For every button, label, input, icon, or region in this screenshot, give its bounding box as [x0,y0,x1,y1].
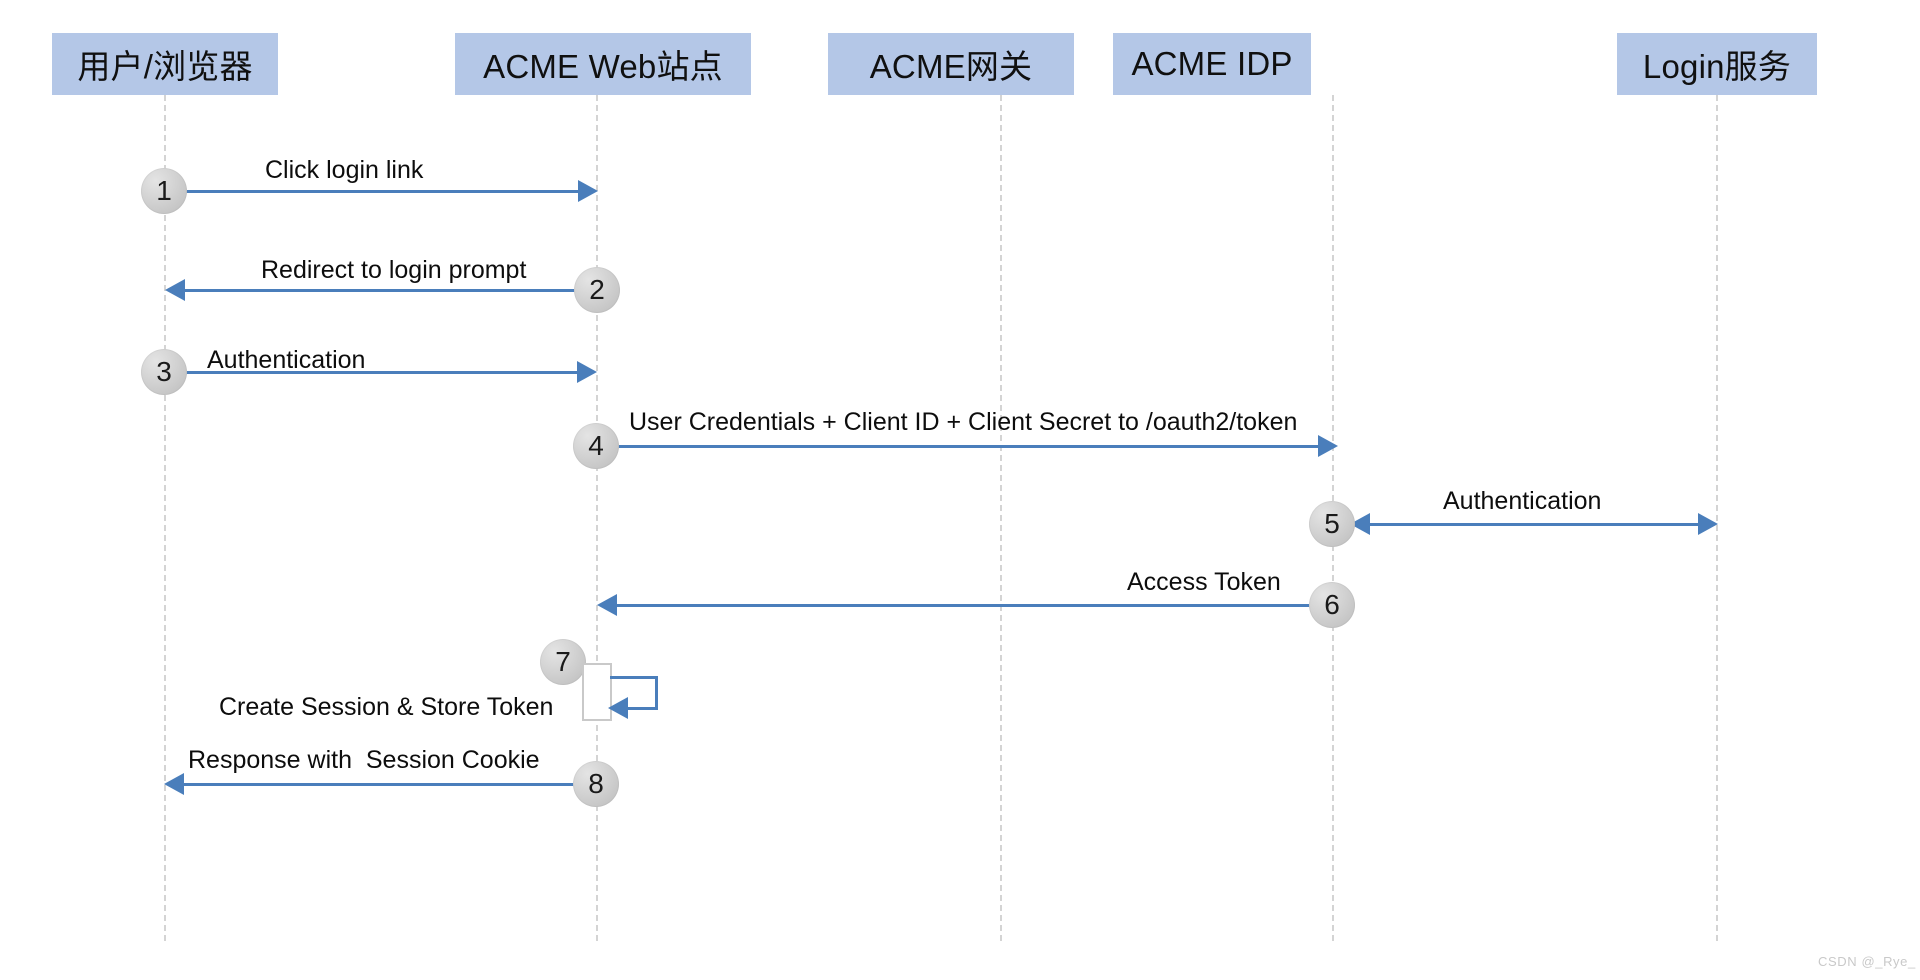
participant-label-gateway: ACME网关 [869,48,1033,85]
participant-label-login: Login服务 [1642,48,1792,85]
message-line-4 [602,445,1322,448]
message-arrowhead-8 [164,773,184,795]
message-label-7: Create Session & Store Token [219,693,554,721]
step-badge-8: 8 [573,761,619,807]
step-badge-5: 5 [1309,501,1355,547]
step-badge-7: 7 [540,639,586,685]
step-badge-4: 4 [573,423,619,469]
message-label-3: Authentication [207,346,366,374]
message-line-1 [176,190,580,193]
message-arrowhead-2 [165,279,185,301]
lifeline-user [164,95,166,941]
lifeline-website [596,95,598,941]
self-loop-bottom-segment [625,707,658,710]
message-arrowhead-4 [1318,435,1338,457]
participant-box-idp[interactable]: ACME IDP [1113,33,1311,95]
participant-label-idp: ACME IDP [1131,45,1293,82]
message-label-1: Click login link [265,156,424,184]
message-line-5 [1368,523,1702,526]
participant-box-gateway[interactable]: ACME网关 [828,33,1074,95]
participant-box-website[interactable]: ACME Web站点 [455,33,751,95]
participant-label-user: 用户/浏览器 [77,48,253,85]
message-label-4: User Credentials + Client ID + Client Se… [629,408,1298,436]
self-loop-top-segment [610,676,658,679]
message-label-6: Access Token [1127,568,1281,596]
message-label-5: Authentication [1443,487,1602,515]
self-loop-right-segment [655,676,658,708]
message-label-2: Redirect to login prompt [261,256,527,284]
participant-label-website: ACME Web站点 [483,48,723,85]
watermark-text: CSDN @_Rye_ [1818,954,1916,969]
step-badge-3: 3 [141,349,187,395]
step-badge-2: 2 [574,267,620,313]
message-line-6 [615,604,1325,607]
message-line-8 [182,783,581,786]
step-badge-1: 1 [141,168,187,214]
participant-box-user[interactable]: 用户/浏览器 [52,33,278,95]
message-arrowhead-5-left [1350,513,1370,535]
message-arrowhead-6 [597,594,617,616]
message-arrowhead-5-right [1698,513,1718,535]
message-arrowhead-3 [577,361,597,383]
activation-box-website [582,663,612,721]
lifeline-gateway [1000,95,1002,941]
participant-box-login[interactable]: Login服务 [1617,33,1817,95]
step-badge-6: 6 [1309,582,1355,628]
message-label-8: Response with Session Cookie [188,746,540,774]
message-arrowhead-1 [578,180,598,202]
message-arrowhead-7 [608,697,628,719]
message-line-2 [183,289,583,292]
message-line-3 [179,371,579,374]
